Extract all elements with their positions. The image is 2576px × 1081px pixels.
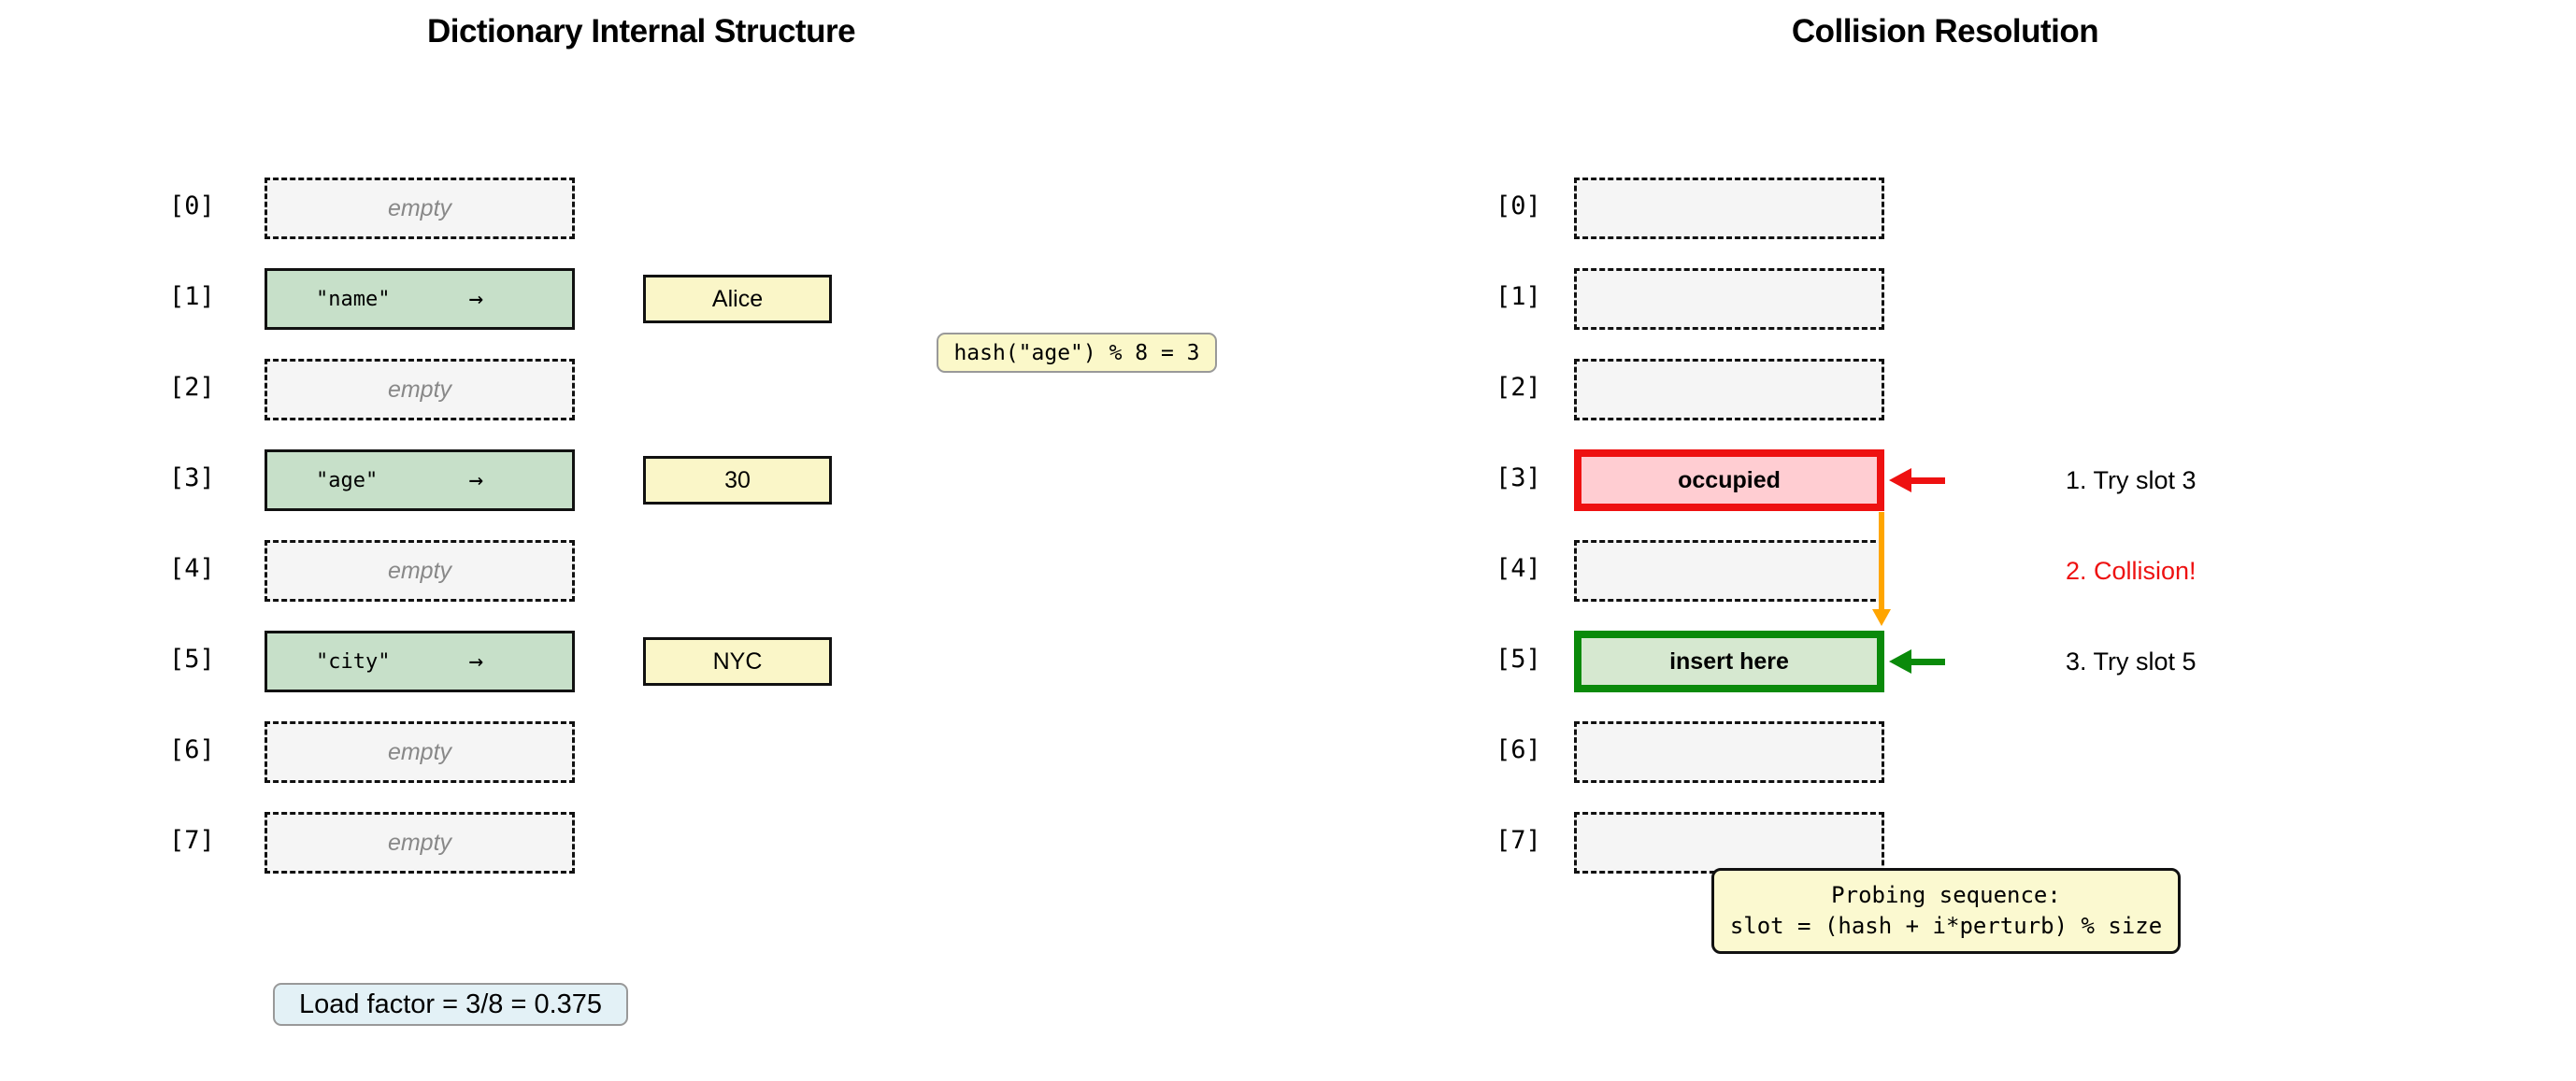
right-slot-box-2: [1574, 359, 1884, 420]
left-panel-title: Dictionary Internal Structure: [426, 13, 856, 50]
right-slot-index-6: [6]: [1496, 735, 1541, 764]
right-slot-index-0: [0]: [1496, 192, 1541, 220]
right-slot-index-2: [2]: [1496, 373, 1541, 402]
left-slot-box-6: empty: [265, 721, 575, 783]
step-label-3: 3. Try slot 5: [2066, 647, 2197, 676]
right-slot-box-4: [1574, 540, 1884, 602]
insert-slot-box: insert here: [1574, 631, 1884, 692]
right-slot-index-4: [4]: [1496, 554, 1541, 583]
step-label-1: 1. Try slot 3: [2066, 466, 2197, 494]
right-slot-box-0: [1574, 178, 1884, 239]
right-slot-index-3: [3]: [1496, 463, 1541, 492]
left-slot-box-5: "city" →: [265, 631, 575, 692]
left-slot-index-5: [5]: [169, 645, 215, 674]
right-arrow-icon: →: [468, 466, 483, 494]
red-left-arrow-icon: [1889, 468, 1945, 492]
right-arrow-icon: →: [468, 285, 483, 313]
right-slot-box-6: [1574, 721, 1884, 783]
probing-line-1: Probing sequence:: [1831, 882, 2061, 908]
arrow-shaft: [1879, 512, 1884, 611]
right-panel-title: Collision Resolution: [1791, 13, 2099, 50]
left-slot-box-3: "age" →: [265, 449, 575, 511]
value-box-30: 30: [643, 456, 832, 505]
load-factor-note: Load factor = 3/8 = 0.375: [273, 983, 628, 1026]
hash-annotation: hash("age") % 8 = 3: [937, 333, 1217, 373]
left-slot-index-4: [4]: [169, 554, 215, 583]
left-slot-index-2: [2]: [169, 373, 215, 402]
empty-slot-text: empty: [387, 557, 452, 584]
right-slot-box-1: [1574, 268, 1884, 330]
slot-key-text: "name": [316, 287, 391, 311]
right-slot-index-1: [1]: [1496, 282, 1541, 311]
probing-sequence-note: Probing sequence: slot = (hash + i*pertu…: [1711, 868, 2181, 954]
left-slot-index-0: [0]: [169, 192, 215, 220]
step-label-2: 2. Collision!: [2066, 557, 2197, 585]
right-slot-index-7: [7]: [1496, 826, 1541, 855]
probing-line-2: slot = (hash + i*perturb) % size: [1729, 913, 2163, 939]
arrow-shaft: [1911, 476, 1945, 484]
right-slot-box-7: [1574, 812, 1884, 874]
orange-down-arrow-icon: [1872, 512, 1891, 628]
right-slot-index-5: [5]: [1496, 645, 1541, 674]
occupied-slot-box: occupied: [1574, 449, 1884, 511]
left-slot-box-2: empty: [265, 359, 575, 420]
left-slot-index-6: [6]: [169, 735, 215, 764]
left-slot-box-1: "name" →: [265, 268, 575, 330]
empty-slot-text: empty: [387, 829, 452, 856]
arrow-head: [1889, 468, 1911, 492]
left-slot-box-0: empty: [265, 178, 575, 239]
arrow-shaft: [1911, 658, 1945, 665]
arrow-head: [1872, 609, 1891, 626]
right-arrow-icon: →: [468, 647, 483, 676]
left-slot-index-7: [7]: [169, 826, 215, 855]
value-box-alice: Alice: [643, 275, 832, 323]
value-box-nyc: NYC: [643, 637, 832, 686]
green-left-arrow-icon: [1889, 649, 1945, 674]
empty-slot-text: empty: [387, 194, 452, 221]
empty-slot-text: empty: [387, 376, 452, 403]
left-slot-index-3: [3]: [169, 463, 215, 492]
slot-key-text: "age": [316, 468, 379, 492]
left-slot-index-1: [1]: [169, 282, 215, 311]
left-slot-box-4: empty: [265, 540, 575, 602]
slot-key-text: "city": [316, 649, 391, 674]
arrow-head: [1889, 649, 1911, 674]
empty-slot-text: empty: [387, 738, 452, 765]
left-slot-box-7: empty: [265, 812, 575, 874]
